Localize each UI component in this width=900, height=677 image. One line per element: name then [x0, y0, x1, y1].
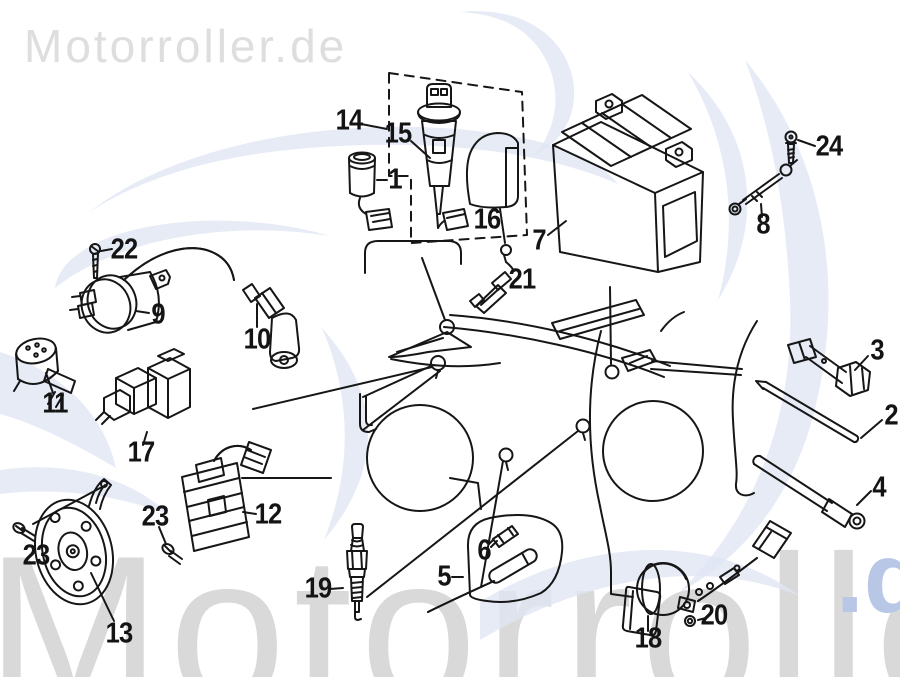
scooter-frame-outline [241, 240, 758, 598]
watermark-bottom: Motorroller [0, 512, 900, 677]
watermark-swooshes [0, 11, 829, 640]
bolt-drawing [500, 244, 512, 263]
rubber-boot-drawing [466, 132, 519, 244]
frame-mount-eyelets [430, 319, 620, 471]
screwdriver-blade-drawing [755, 380, 860, 444]
regulator-rectifier-drawing [181, 441, 272, 552]
spark-plug-drawing [346, 523, 368, 621]
ignition-coil-drawing [69, 247, 235, 334]
ignition-switch-assembly-box [388, 72, 528, 244]
fuse-drawing [492, 525, 519, 548]
cdi-unit-drawing [95, 348, 191, 425]
flasher-relay-drawing [13, 337, 76, 408]
screw-drawing-23a [12, 486, 103, 542]
tool-handle-bar-drawing [752, 454, 866, 530]
battery-drawing [552, 93, 704, 273]
watermark-de-suffix: .de [836, 522, 900, 634]
leader-lines [45, 123, 883, 632]
tool-pouch-drawing [427, 514, 564, 613]
nut-drawing [684, 615, 696, 627]
horn-drawing [33, 478, 115, 606]
spark-plug-wrench-drawing [787, 338, 871, 397]
screw-drawing-23b [161, 542, 183, 565]
ignition-switch-drawing [417, 83, 469, 231]
watermark-top-left: Motorroller.de [24, 20, 347, 72]
spark-plug-cap-drawing [242, 283, 301, 369]
relay-cylinder-drawing [348, 151, 393, 231]
screw-drawing-22 [89, 243, 101, 279]
starter-relay-drawing [621, 520, 792, 637]
battery-cable-drawing [728, 159, 798, 216]
